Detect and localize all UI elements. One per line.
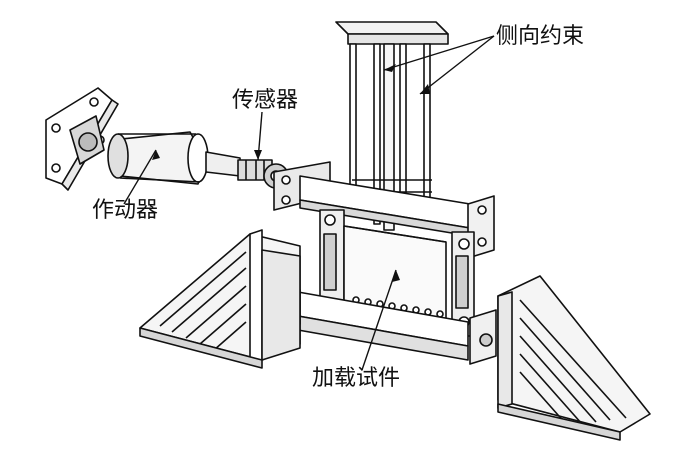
loading-specimen-label: 加载试件	[312, 366, 401, 391]
upper-cross-beam	[273, 161, 495, 259]
actuator-cylinder	[107, 131, 209, 185]
lateral-constraint-label: 侧向约束	[496, 24, 585, 49]
lateral-constraint-tower	[335, 21, 449, 231]
right-buttress	[497, 275, 651, 441]
actuator-label: 作动器	[92, 198, 159, 223]
left-buttress	[139, 229, 301, 369]
leader-arrowheads	[152, 64, 430, 282]
wall-mount-plate	[45, 87, 119, 191]
sensor-label: 传感器	[232, 88, 299, 113]
